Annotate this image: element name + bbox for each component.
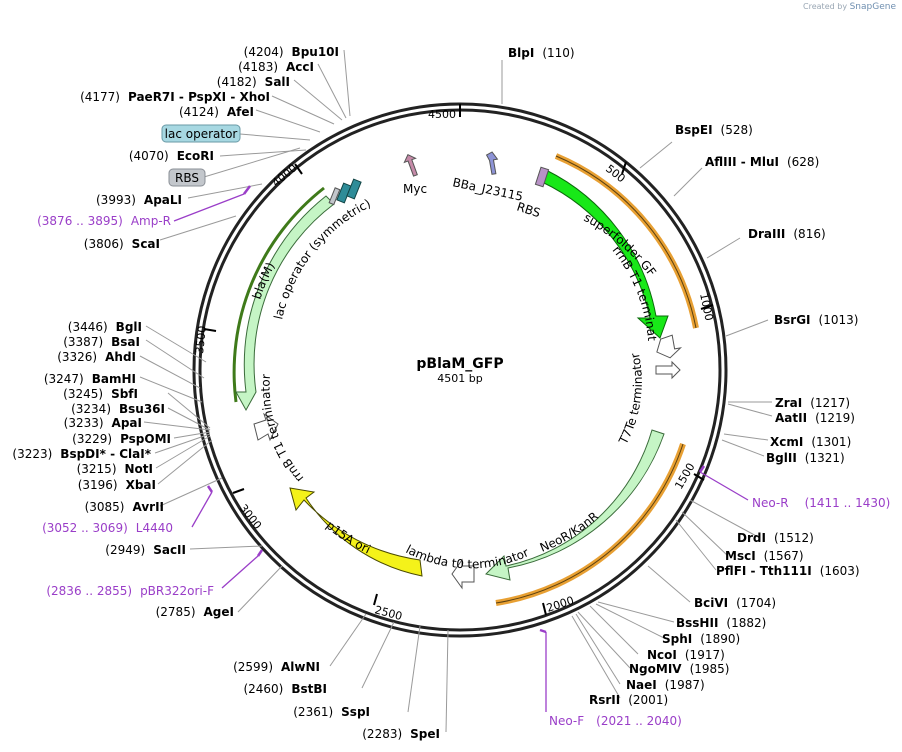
p15a-ori-arrow xyxy=(289,487,423,577)
myc-label: Myc xyxy=(403,182,427,196)
enzyme-site-pflfi[interactable]: PflFI - Tth111I(1603) xyxy=(716,564,860,578)
primer-amp-r[interactable]: (3876 .. 3895)Amp-R xyxy=(37,214,171,228)
rbs-inner-label: RBS xyxy=(515,200,542,221)
boxed-labels: lac operator RBS xyxy=(161,124,241,187)
rrnb-t1-left-arrow xyxy=(253,412,279,442)
lac-operator-block xyxy=(346,178,362,200)
enzyme-site-bsrgi[interactable]: BsrGI(1013) xyxy=(774,313,858,327)
credit-prefix: Created by xyxy=(803,2,848,11)
enzyme-site-sspi[interactable]: (2361)SspI xyxy=(293,705,370,719)
enzyme-site-rsrii[interactable]: RsrII(2001) xyxy=(589,693,668,707)
enzyme-site-apali[interactable]: (3993)ApaLI xyxy=(96,193,182,207)
enzyme-site-xcmi[interactable]: XcmI(1301) xyxy=(770,435,851,449)
t7te-arrow xyxy=(655,360,681,380)
enzyme-site-bspdi[interactable]: (3223)BspDI* - ClaI* xyxy=(12,447,151,461)
enzyme-site-bglii[interactable]: BglII(1321) xyxy=(766,451,845,465)
rbs-left-block xyxy=(328,187,341,206)
rbs-box xyxy=(168,168,206,187)
rbs-marker xyxy=(534,166,550,188)
rrnb-t1-left-label: rrnB T1 terminator xyxy=(259,374,307,485)
enzyme-site-pspomi[interactable]: (3229)PspOMI xyxy=(72,432,171,446)
lac-operator-box-label: lac operator xyxy=(165,127,238,141)
enzyme-site-blpi[interactable]: BlpI(110) xyxy=(508,46,575,60)
enzyme-site-bsshii[interactable]: BssHII(1882) xyxy=(676,616,766,630)
position-ticks xyxy=(203,104,714,616)
enzyme-site-msci[interactable]: MscI(1567) xyxy=(725,549,804,563)
neor-kanr-arrow xyxy=(485,429,665,581)
enzyme-site-agei[interactable]: (2785)AgeI xyxy=(156,605,234,619)
enzyme-site-bgli[interactable]: (3446)BglI xyxy=(68,320,142,334)
p15a-ori-label: p15A ori xyxy=(324,518,373,556)
enzyme-site-avrii[interactable]: (3085)AvrII xyxy=(85,500,164,514)
rbs-box-label: RBS xyxy=(175,171,199,185)
primer-l4440[interactable]: (3052 .. 3069)L4440 xyxy=(42,521,173,535)
enzyme-site-naei[interactable]: NaeI(1987) xyxy=(626,678,705,692)
enzyme-site-spei[interactable]: (2283)SpeI xyxy=(362,727,440,741)
tick-label: 4500 xyxy=(428,108,456,121)
plasmid-size: 4501 bp xyxy=(437,372,482,385)
enzyme-site-bspei[interactable]: BspEI(528) xyxy=(675,123,753,137)
enzyme-site-bsu36i[interactable]: (3234)Bsu36I xyxy=(71,402,165,416)
enzyme-site-sali[interactable]: (4182)SalI xyxy=(217,75,290,89)
enzyme-site-afei[interactable]: (4124)AfeI xyxy=(179,105,254,119)
superfolder-gfp-arrow xyxy=(541,169,669,339)
enzyme-site-ahdi[interactable]: (3326)AhdI xyxy=(57,350,136,364)
credit-brand: SnapGene xyxy=(849,2,896,12)
tick-label: 3500 xyxy=(193,325,209,354)
enzyme-site-ecori[interactable]: (4070)EcoRI xyxy=(129,149,214,163)
enzyme-site-sacii[interactable]: (2949)SacII xyxy=(105,543,186,557)
primer-pbr322ori-f[interactable]: (2836 .. 2855)pBR322ori-F xyxy=(46,584,214,598)
enzyme-site-bamhi[interactable]: (3247)BamHI xyxy=(44,372,136,386)
primer-neo-f[interactable]: Neo-F(2021 .. 2040) xyxy=(549,714,682,728)
bba-j23115-label: BBa_J23115 xyxy=(451,175,524,204)
lambda-t0-arrow xyxy=(451,558,475,590)
enzyme-site-sbfi[interactable]: (3245)SbfI xyxy=(63,387,138,401)
primer-labels: Neo-R(1411 .. 1430) Neo-F(2021 .. 2040) … xyxy=(37,214,890,728)
enzyme-labels-right: BlpI(110) BspEI(528) AflIII - MluI(628) … xyxy=(508,46,860,707)
tick-label: 1000 xyxy=(697,292,716,322)
enzyme-site-drdi[interactable]: DrdI(1512) xyxy=(737,531,814,545)
lac-operator-sym-label: lac operator (symmetric) xyxy=(271,196,373,320)
enzyme-site-bpu10i[interactable]: (4204)Bpu10I xyxy=(244,45,339,59)
orf-gfp-core xyxy=(555,155,697,329)
plasmid-name: pBlaM_GFP xyxy=(416,356,503,372)
enzyme-site-draiii[interactable]: DraIII(816) xyxy=(748,227,826,241)
enzyme-site-xbai[interactable]: (3196)XbaI xyxy=(78,478,156,492)
orf-neo-core xyxy=(495,443,684,604)
rrnb-t1-right-arrow xyxy=(656,334,683,359)
primer-neo-r[interactable]: Neo-R(1411 .. 1430) xyxy=(752,496,890,510)
primer-markers xyxy=(173,185,749,712)
enzyme-site-bcivi[interactable]: BciVI(1704) xyxy=(694,596,776,610)
enzyme-site-paer7i[interactable]: (4177)PaeR7I - PspXI - XhoI xyxy=(80,90,270,104)
enzyme-labels-left: (2283)SpeI (2361)SspI (2460)BstBI (2599)… xyxy=(12,45,440,741)
enzyme-site-alwni[interactable]: (2599)AlwNI xyxy=(233,660,320,674)
snapgene-credit: Created by SnapGene xyxy=(803,2,896,12)
enzyme-site-bsai[interactable]: (3387)BsaI xyxy=(63,335,140,349)
orf-bla xyxy=(232,186,325,403)
enzyme-site-noti[interactable]: (3215)NotI xyxy=(77,462,153,476)
enzyme-site-aatii[interactable]: AatII(1219) xyxy=(775,411,855,425)
bba-j23115-arrow xyxy=(485,151,499,175)
enzyme-site-ncoi[interactable]: NcoI(1917) xyxy=(647,648,725,662)
enzyme-site-apai[interactable]: (3233)ApaI xyxy=(64,416,142,430)
enzyme-site-zrai[interactable]: ZraI(1217) xyxy=(775,396,850,410)
enzyme-site-acci[interactable]: (4183)AccI xyxy=(238,60,314,74)
enzyme-site-sphi[interactable]: SphI(1890) xyxy=(662,632,740,646)
lac-operator-box xyxy=(161,124,241,143)
enzyme-site-ngomiv[interactable]: NgoMIV(1985) xyxy=(629,662,729,676)
tick-label: 3000 xyxy=(237,502,264,532)
myc-arrow xyxy=(403,154,418,177)
enzyme-site-afliii[interactable]: AflIII - MluI(628) xyxy=(705,155,819,169)
enzyme-site-scai[interactable]: (3806)ScaI xyxy=(84,237,160,251)
bla-m-arrow xyxy=(235,195,335,412)
enzyme-site-bstbi[interactable]: (2460)BstBI xyxy=(243,682,327,696)
t7te-label: T7Te terminator xyxy=(616,352,645,448)
